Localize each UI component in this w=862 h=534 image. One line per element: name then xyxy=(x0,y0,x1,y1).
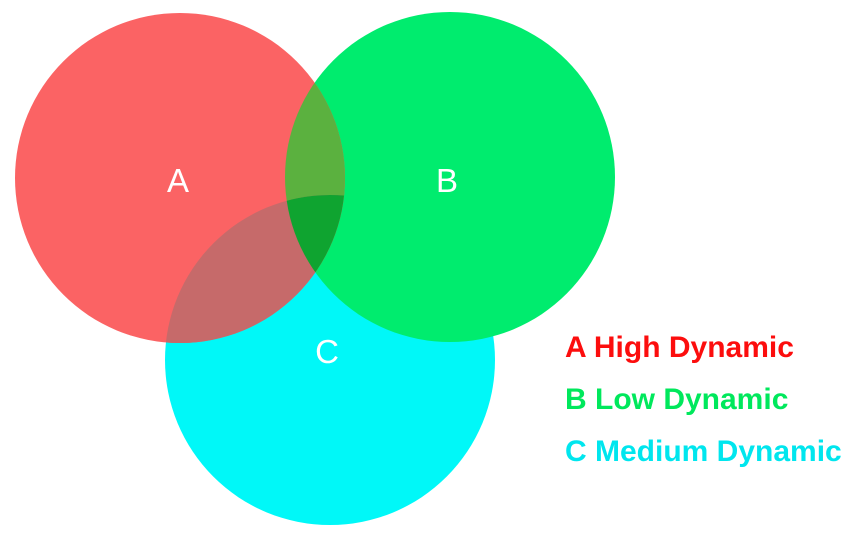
set-b-circle xyxy=(285,12,615,342)
legend: A High Dynamic B Low Dynamic C Medium Dy… xyxy=(565,333,842,467)
legend-item-b: B Low Dynamic xyxy=(565,383,789,416)
set-c-label: C xyxy=(315,333,339,370)
legend-item-c: C Medium Dynamic xyxy=(565,435,842,468)
overlap-ac-region xyxy=(165,195,345,343)
set-b-label: B xyxy=(436,162,458,199)
set-a-label: A xyxy=(167,162,189,199)
legend-item-a: A High Dynamic xyxy=(565,331,794,364)
